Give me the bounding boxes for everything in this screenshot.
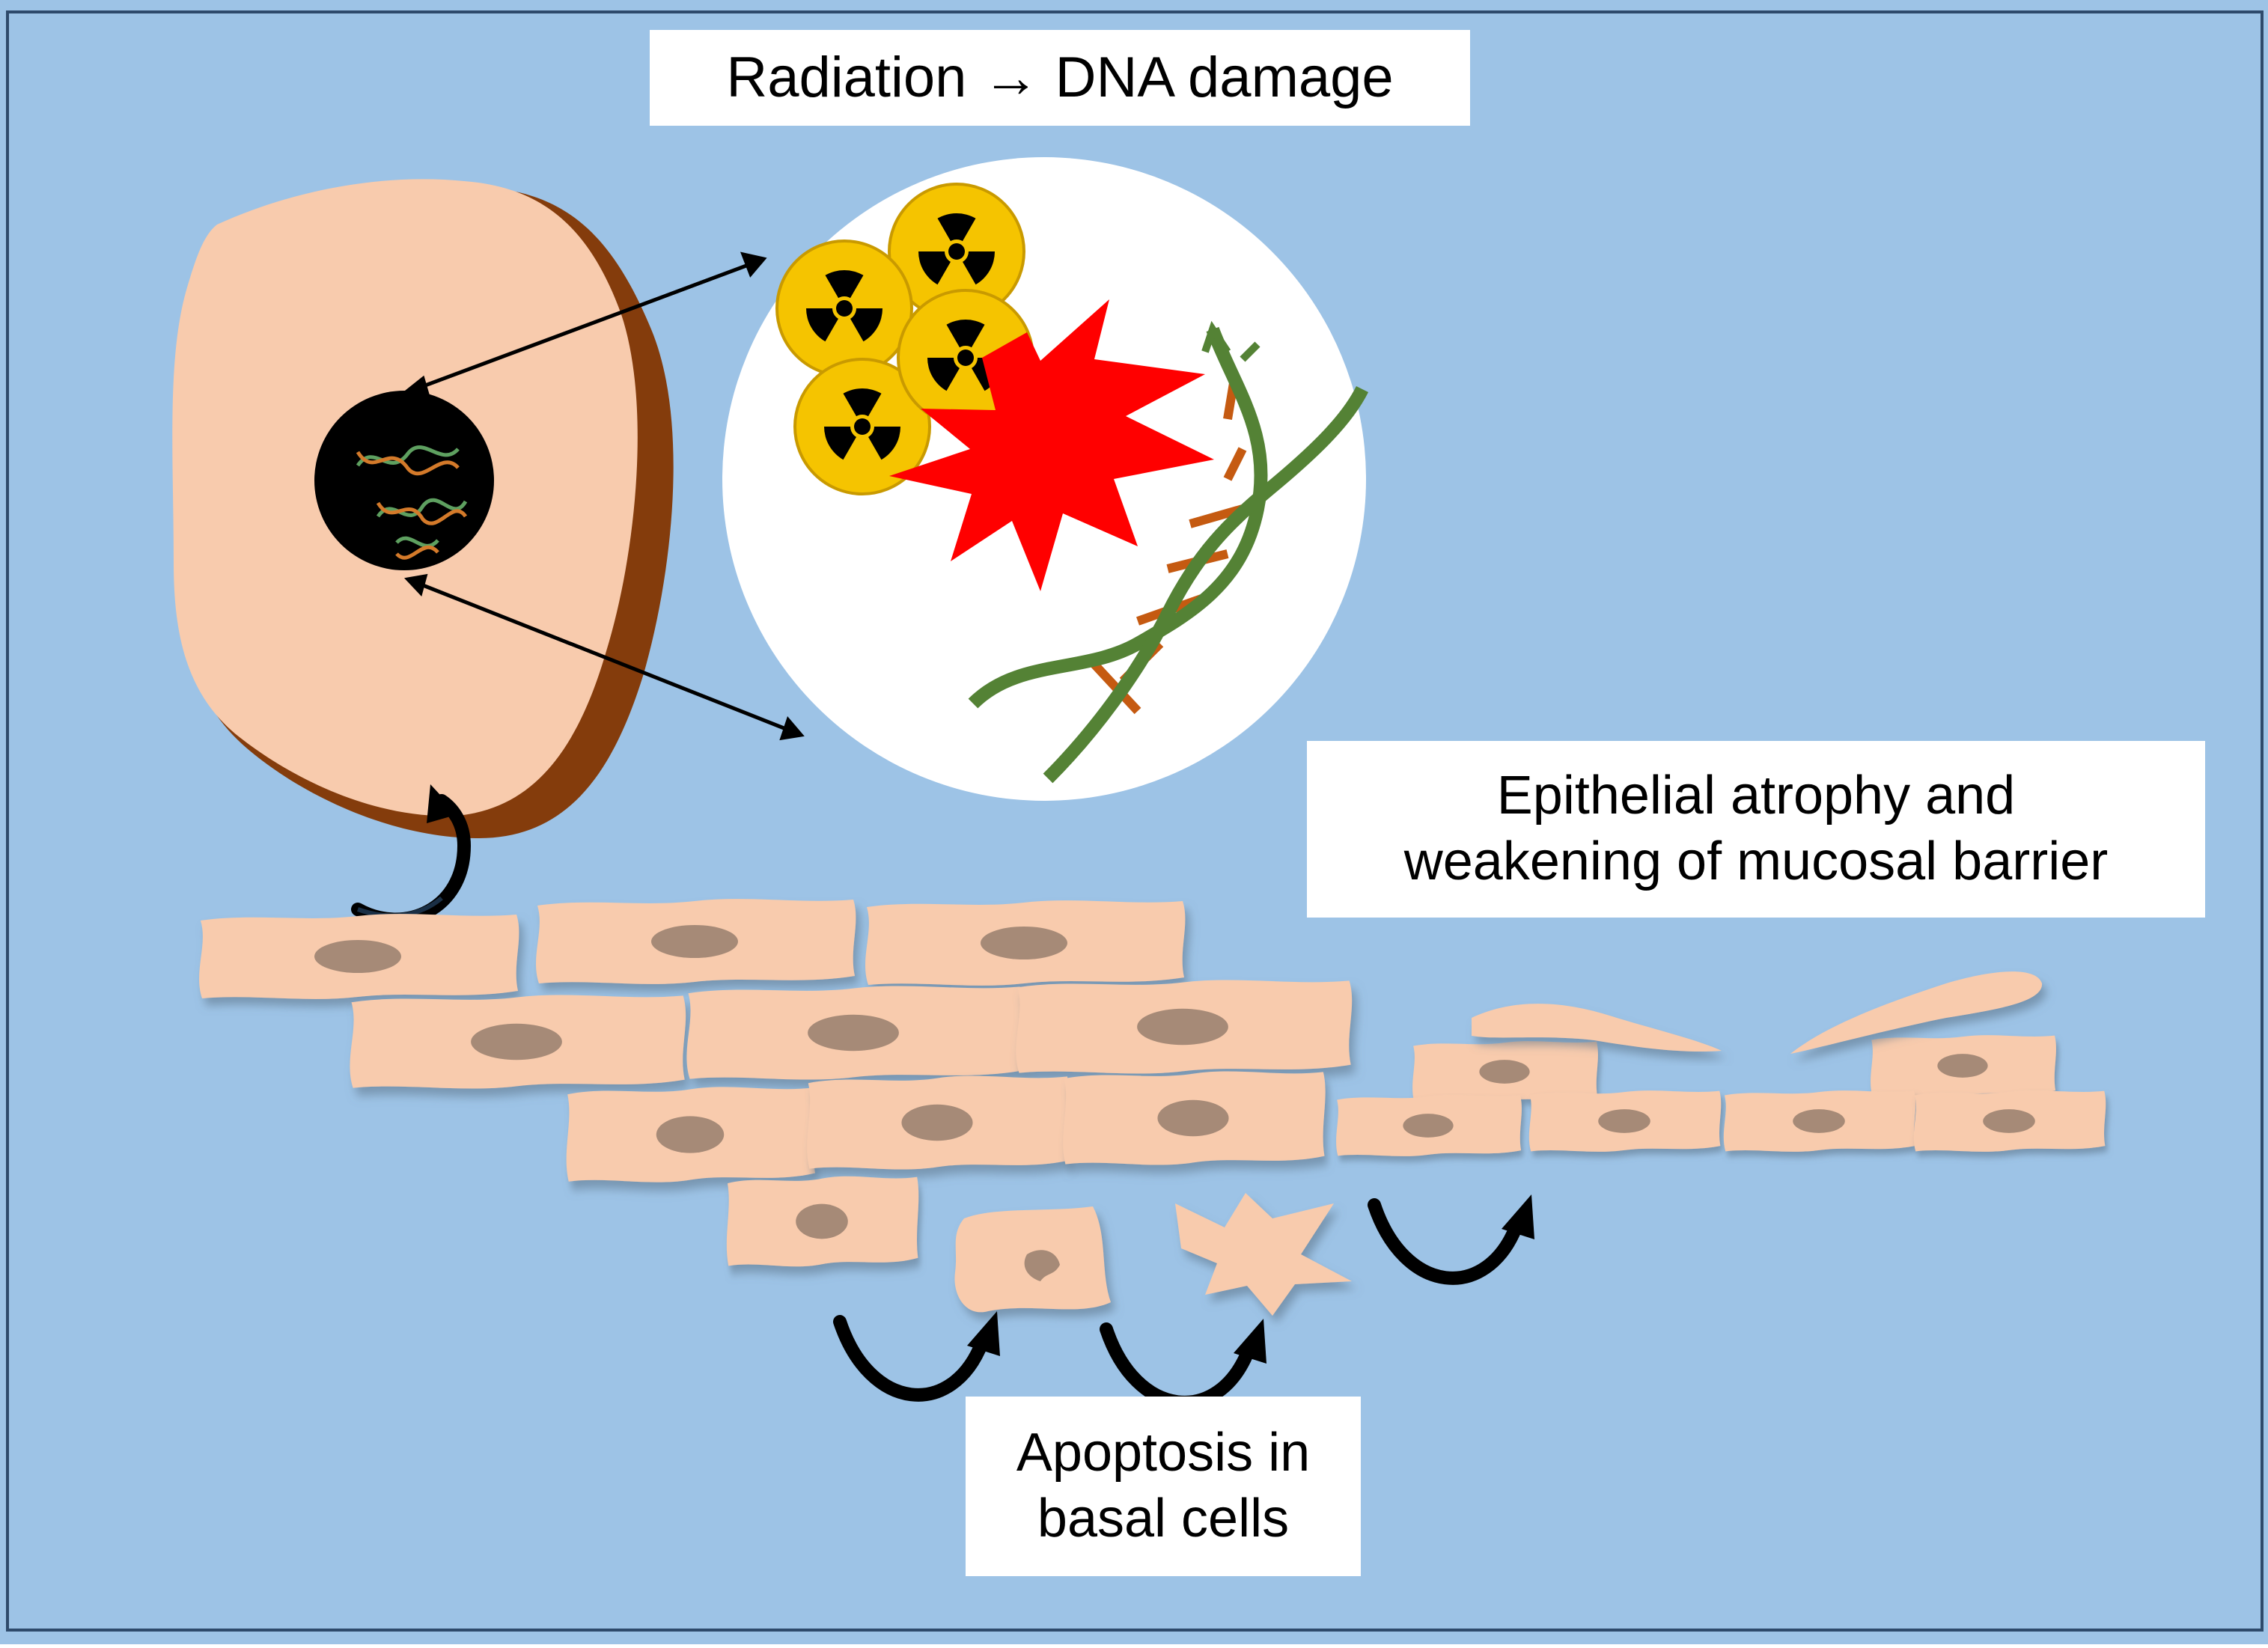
apoptosis-label-line-2: basal cells [1037, 1489, 1290, 1548]
apoptotic-cell [954, 1206, 1111, 1313]
apoptosis-label-line-1: Apoptosis in [1016, 1423, 1311, 1483]
epithelial-label-line-2: weakening of mucosal barrier [1403, 831, 2109, 891]
atrophied-cells [1336, 971, 2106, 1156]
magnified-view [722, 157, 1369, 801]
apoptosis-label: Apoptosis in basal cells [966, 1397, 1361, 1576]
title-label: Radiation → DNA damage [650, 30, 1470, 126]
zoom-arrows [403, 251, 805, 741]
explosion-icon [889, 299, 1214, 591]
epithelium [199, 899, 2106, 1316]
row-4 [727, 1177, 918, 1267]
mini-dna-icon [356, 445, 468, 560]
epithelial-label-line-1: Epithelial atrophy and [1496, 766, 2016, 826]
outer-frame [6, 10, 2264, 1632]
epithelial-atrophy-label: Epithelial atrophy and weakening of muco… [1307, 741, 2205, 918]
dna-helix-icon [968, 320, 1369, 784]
fragmented-cell [1175, 1193, 1352, 1316]
nucleus [314, 391, 494, 570]
